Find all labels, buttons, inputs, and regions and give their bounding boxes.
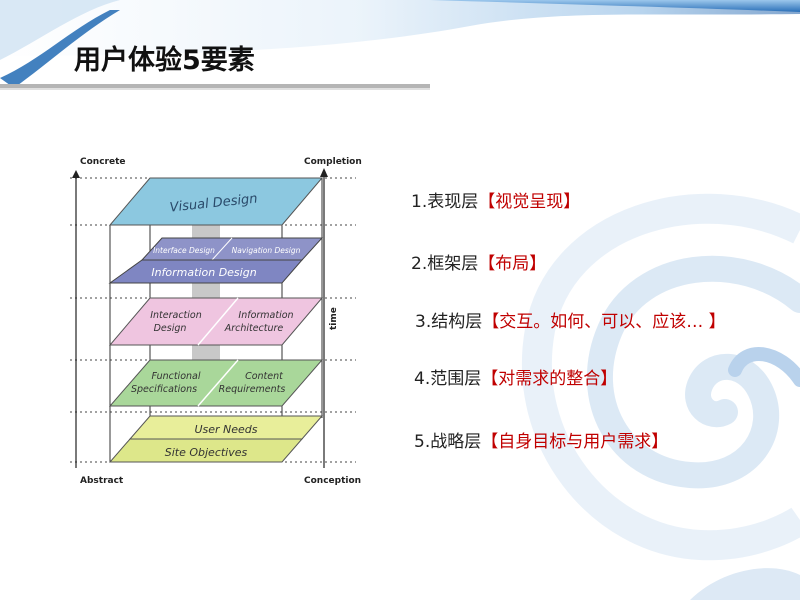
content-text-1: Content (245, 371, 284, 382)
layer-item-highlight: 【布局】 (478, 254, 547, 274)
layer-item-highlight: 【自身目标与用户需求】 (481, 432, 669, 452)
conception-label: Conception (304, 476, 361, 486)
interface-navigation-plane: Interface Design Navigation Design (140, 237, 324, 261)
interaction-text-1: Interaction (150, 310, 202, 321)
interaction-text-2: Design (154, 323, 187, 334)
interface-design-text: Interface Design (153, 246, 215, 255)
strategy-plane: User Needs Site Objectives (108, 415, 324, 463)
completion-label: Completion (304, 157, 362, 167)
layer-item-2: 2.框架层【布局】 (411, 249, 546, 274)
information-design-text: Information Design (151, 266, 256, 279)
abstract-label: Abstract (80, 476, 124, 486)
scope-plane: Functional Specifications Content Requir… (108, 359, 324, 407)
layer-item-4: 4.范围层【对需求的整合】 (414, 364, 617, 389)
site-objectives-text: Site Objectives (165, 446, 248, 459)
layer-item-label: 1.表现层 (411, 192, 479, 212)
information-architecture-text-2: Architecture (224, 323, 284, 334)
concrete-label: Concrete (80, 157, 125, 167)
layer-item-highlight: 【视觉呈现】 (478, 192, 581, 212)
layer-item-highlight: 【交互。如何、可以、应该… 】 (482, 312, 726, 332)
ux-elements-diagram: Concrete Completion Abstract Conception … (70, 157, 362, 486)
layer-item-5: 5.战略层【自身目标与用户需求】 (414, 427, 668, 452)
navigation-design-text: Navigation Design (232, 246, 301, 255)
layer-item-3: 3.结构层【交互。如何、可以、应该… 】 (415, 307, 726, 332)
user-needs-text: User Needs (194, 423, 257, 436)
layer-item-label: 2.框架层 (411, 254, 479, 274)
content-text-2: Requirements (219, 384, 286, 395)
layer-item-highlight: 【对需求的整合】 (481, 369, 618, 389)
layer-item-label: 3.结构层 (415, 312, 483, 332)
layer-item-1: 1.表现层【视觉呈现】 (411, 187, 580, 212)
visual-design-plane: Visual Design (108, 177, 324, 226)
layer-item-label: 5.战略层 (414, 432, 482, 452)
layer-item-label: 4.范围层 (414, 369, 482, 389)
time-label: time (329, 307, 339, 330)
information-architecture-text-1: Information (238, 310, 293, 321)
time-arrow: time (320, 168, 339, 468)
header-background (0, 0, 800, 90)
functional-text-2: Specifications (131, 384, 197, 395)
structure-plane: Interaction Design Information Architect… (108, 297, 324, 346)
functional-text-1: Functional (151, 371, 200, 382)
page-title: 用户体验5要素 (74, 45, 255, 76)
left-axis-arrow (72, 170, 80, 468)
information-design-plane: Information Design (108, 259, 304, 284)
